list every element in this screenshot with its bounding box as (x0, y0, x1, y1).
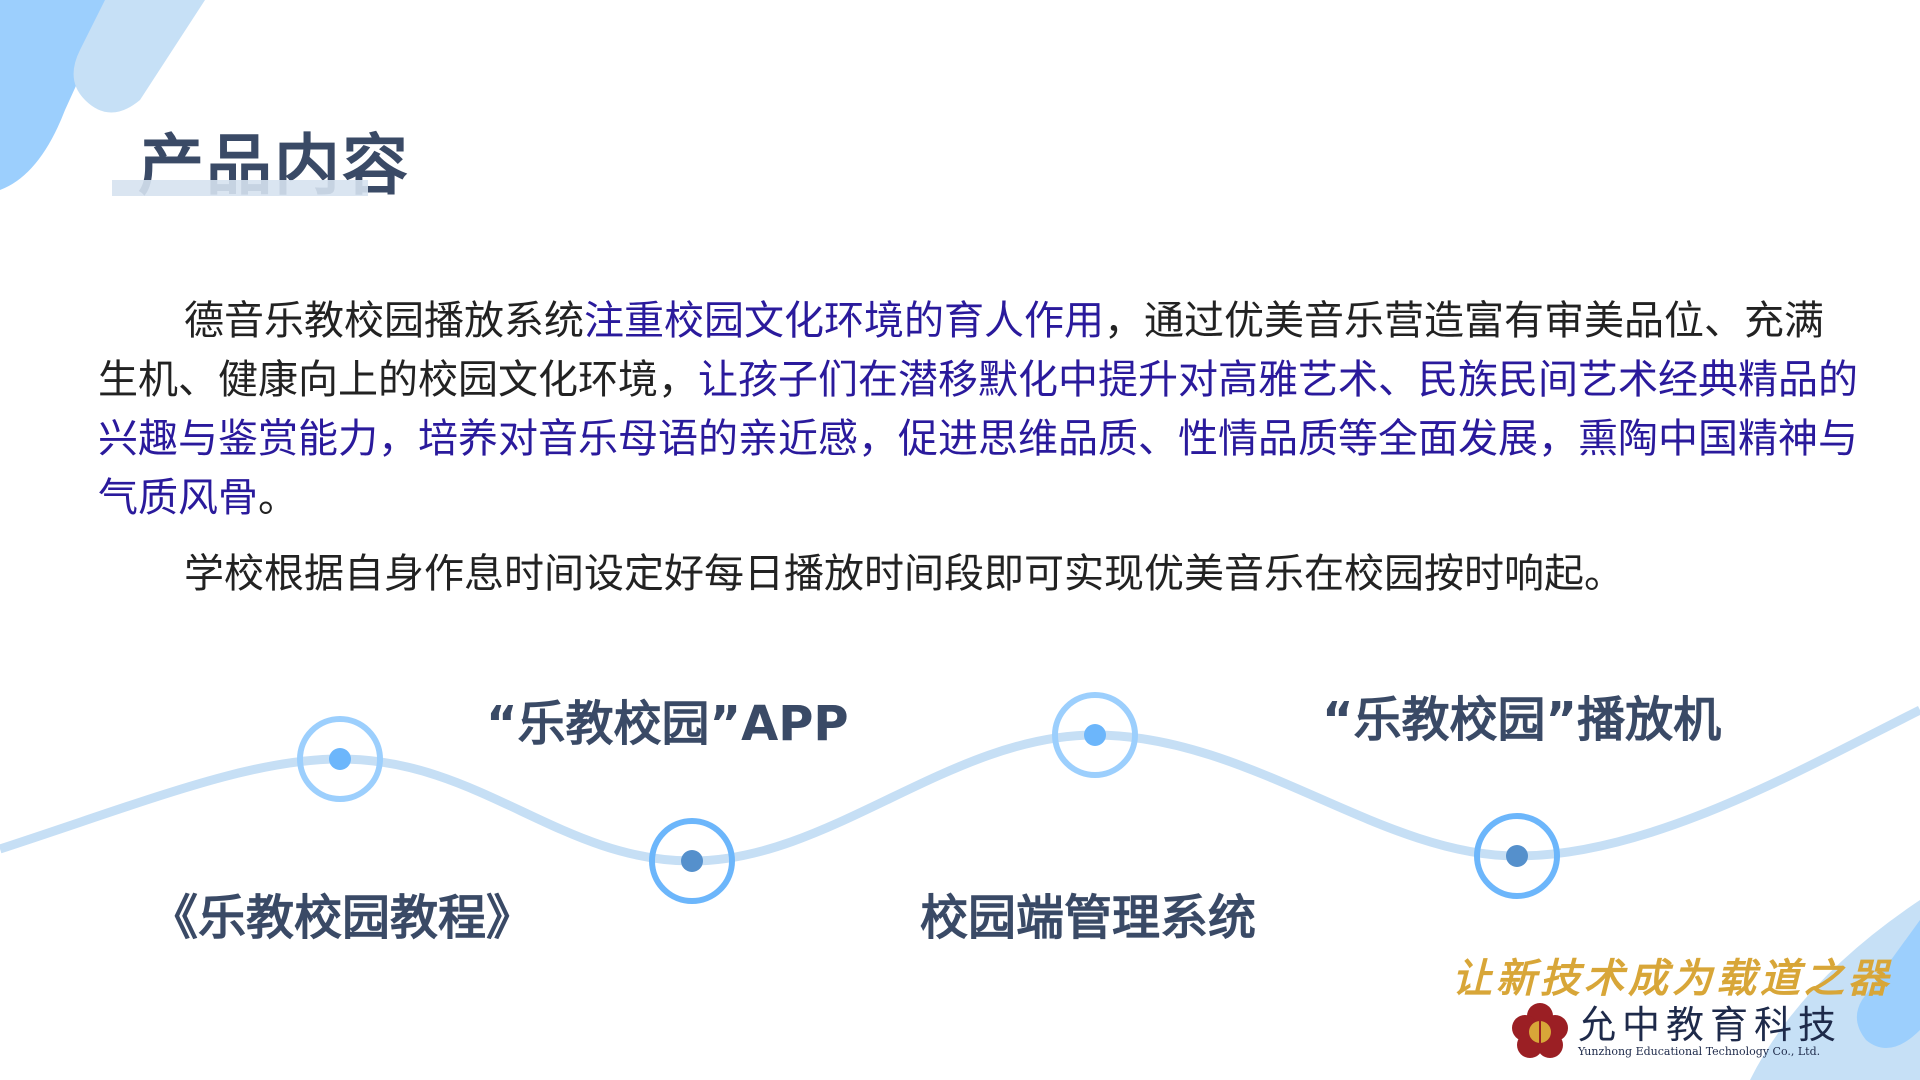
intro-paragraph: 德音乐教校园播放系统注重校园文化环境的育人作用，通过优美音乐营造富有审美品位、充… (98, 292, 1858, 528)
decor-shape-bottom-right-dark (1856, 920, 1920, 1048)
timeline-label-app: “乐教校园”APP (486, 696, 849, 752)
timeline-label-textbook: 《乐教校园教程》 (150, 890, 535, 946)
timeline-node-2 (649, 818, 735, 904)
company-slogan: 让新技术成为载道之器 (1452, 955, 1892, 1002)
timeline-label-player: “乐教校园”播放机 (1322, 692, 1722, 748)
timeline-node-1 (297, 716, 383, 802)
intro-highlight-2: 让孩子们在潜移默化中提升对高雅艺术、民族民间艺术经典精品的兴趣与鉴赏能力，培养对… (98, 357, 1858, 521)
title-underline (112, 180, 368, 196)
intro-highlight-1: 注重校园文化环境的育人作用 (584, 298, 1104, 344)
timeline-label-management-system: 校园端管理系统 (920, 890, 1257, 946)
timeline-node-3 (1052, 692, 1138, 778)
decor-shape-top-left-light (73, 0, 205, 113)
company-logo: 允中教育科技 Yunzhong Educational Technology C… (1510, 1002, 1842, 1060)
timeline-node-4 (1474, 813, 1560, 899)
timeline-wave (0, 705, 1920, 866)
intro-text-c: ，通过优美音乐营造富有审美品位、充满生机、健康向上的校园文化环境， (98, 298, 1824, 403)
plum-blossom-logo-icon (1512, 1003, 1568, 1058)
company-name-en: Yunzhong Educational Technology Co., Ltd… (1578, 1044, 1821, 1058)
intro-text-a: 德音乐教校园播放系统 (184, 298, 584, 344)
company-name-cn: 允中教育科技 (1578, 1002, 1843, 1047)
intro-text-e: 。 (258, 475, 298, 521)
schedule-paragraph: 学校根据自身作息时间设定好每日播放时间段即可实现优美音乐在校园按时响起。 (184, 551, 1624, 597)
